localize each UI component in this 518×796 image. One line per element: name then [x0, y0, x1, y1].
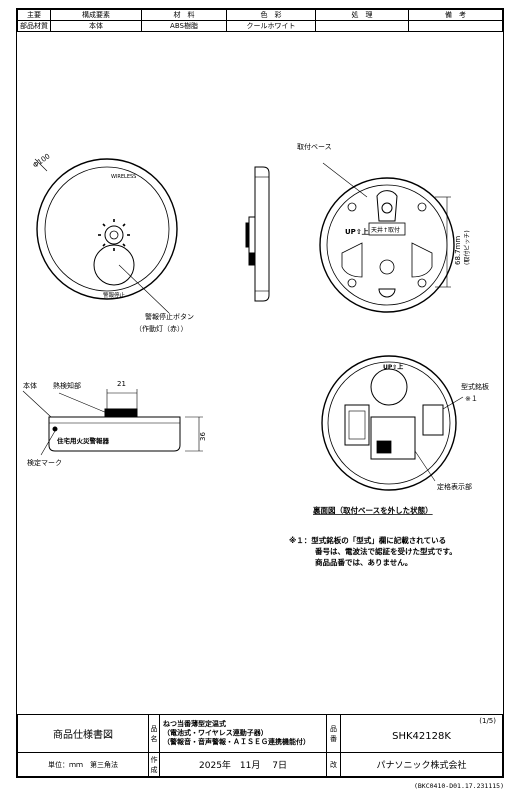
date-label: 作成 [148, 752, 160, 777]
indicator-callout: （作動灯（赤）） [135, 324, 188, 333]
base-ceiling-mark: 天井↑取付 [371, 226, 400, 234]
base-up-mark: UP⇧上 [345, 227, 369, 236]
spec-row: 部品材質 本体 ABS樹脂 クールホワイト [17, 20, 503, 32]
spec-cell-color: クールホワイト [226, 20, 316, 32]
sensor-width-dim: 21 [117, 380, 126, 388]
spec-header-row: 主要 構成要素 材 料 色 彩 処 理 備 考 [17, 9, 503, 21]
spec-cell-remarks [408, 20, 503, 32]
footnote: ※１：型式銘板の「型式」欄に記載されている 番号は、電波法で認証を受けた型式です… [289, 535, 457, 568]
company-name: パナソニック株式会社 [340, 752, 503, 777]
name-label: 品名 [148, 714, 160, 753]
creation-date: 2025年 11月 7日 [159, 752, 327, 777]
title-row-2: 単位：ｍｍ 第三角法 作成 2025年 11月 7日 改 パナソニック株式会社 [17, 752, 503, 777]
spec-header-treatment: 処 理 [315, 9, 409, 21]
side-text: 住宅用火災警報器 [57, 436, 110, 445]
spec-row-label: 部品材質 [17, 20, 51, 32]
back-view [321, 355, 464, 491]
spec-cell-component: 本体 [50, 20, 142, 32]
unit-label: 単位：ｍｍ 第三角法 [17, 752, 149, 777]
side-view-lower [22, 389, 203, 456]
side-view-upper [245, 166, 270, 302]
sensor-fins [98, 219, 130, 251]
product-name-line1: ねつ当番薄型定温式 [163, 720, 226, 728]
spec-header-material: 材 料 [141, 9, 227, 21]
doc-title: 商品仕様書図 [17, 714, 149, 753]
spec-header-color: 色 彩 [226, 9, 316, 21]
document-id: (BKC0410-D01.17.231115) [413, 782, 504, 790]
spec-cell-material: ABS樹脂 [141, 20, 227, 32]
nameplate-note: ※１ [465, 395, 478, 403]
spec-header-main: 主要 [17, 9, 51, 21]
footnote-line1: ※１：型式銘板の「型式」欄に記載されている [289, 536, 447, 545]
product-name-line2: （電池式・ワイヤレス連動子器） [163, 729, 268, 737]
stop-button-callout: 警報停止ボタン [145, 312, 194, 321]
base-view [319, 162, 455, 313]
drawing-sheet: 主要 構成要素 材 料 色 彩 処 理 備 考 部品材質 本体 ABS樹脂 クー… [16, 8, 504, 778]
title-row-1: 商品仕様書図 品名 ねつ当番薄型定温式 （電池式・ワイヤレス連動子器） （警報音… [17, 714, 503, 753]
back-up-mark: UP⇧上 [383, 363, 403, 371]
technical-drawing: Φ100 WIRELESS 警報停止 警報停止ボタン （作動灯（赤）） [22, 142, 489, 515]
product-number: SHK42128K [392, 731, 451, 742]
number-label: 品番 [326, 714, 341, 753]
body-height-dim: 36 [199, 432, 207, 441]
spec-header-component: 構成要素 [50, 9, 142, 21]
title-block: 商品仕様書図 品名 ねつ当番薄型定温式 （電池式・ワイヤレス連動子器） （警報音… [17, 714, 503, 777]
spec-table: 主要 構成要素 材 料 色 彩 処 理 備 考 部品材質 本体 ABS樹脂 クー… [17, 9, 503, 32]
revision-label: 改 [326, 752, 341, 777]
spec-cell-treatment [315, 20, 409, 32]
rating-label: 定格表示部 [437, 482, 472, 491]
nameplate-label: 型式銘板 [461, 382, 489, 391]
base-pitch-label: (取付ピッチ) [463, 230, 471, 265]
body-label: 本体 [23, 381, 37, 390]
stop-mark: 警報停止 [103, 291, 126, 299]
inspection-mark-label: 検定マーク [27, 458, 62, 467]
front-diameter-dim: Φ100 [32, 152, 52, 169]
back-view-caption: 裏面図（取付ベースを外した状態） [312, 505, 433, 515]
product-number-cell: (1/5) SHK42128K [340, 714, 503, 753]
footnote-line2: 番号は、電波法で認証を受けた型式です。 [315, 547, 457, 556]
front-view [34, 158, 178, 314]
product-name-cell: ねつ当番薄型定温式 （電池式・ワイヤレス連動子器） （警報音・音声警報・ＡＩＳＥ… [159, 714, 327, 753]
wireless-mark: WIRELESS [111, 174, 136, 180]
base-title: 取付ベース [297, 142, 332, 151]
product-name-line3: （警報音・音声警報・ＡＩＳＥＧ連携機能付） [163, 738, 310, 746]
sensor-label: 熱検知部 [53, 381, 81, 390]
base-pitch-dim: 68.7mm [454, 236, 462, 265]
spec-header-remarks: 備 考 [408, 9, 503, 21]
footnote-line3: 商品品番では、ありません。 [315, 558, 413, 567]
page-number: (1/5) [479, 717, 496, 725]
